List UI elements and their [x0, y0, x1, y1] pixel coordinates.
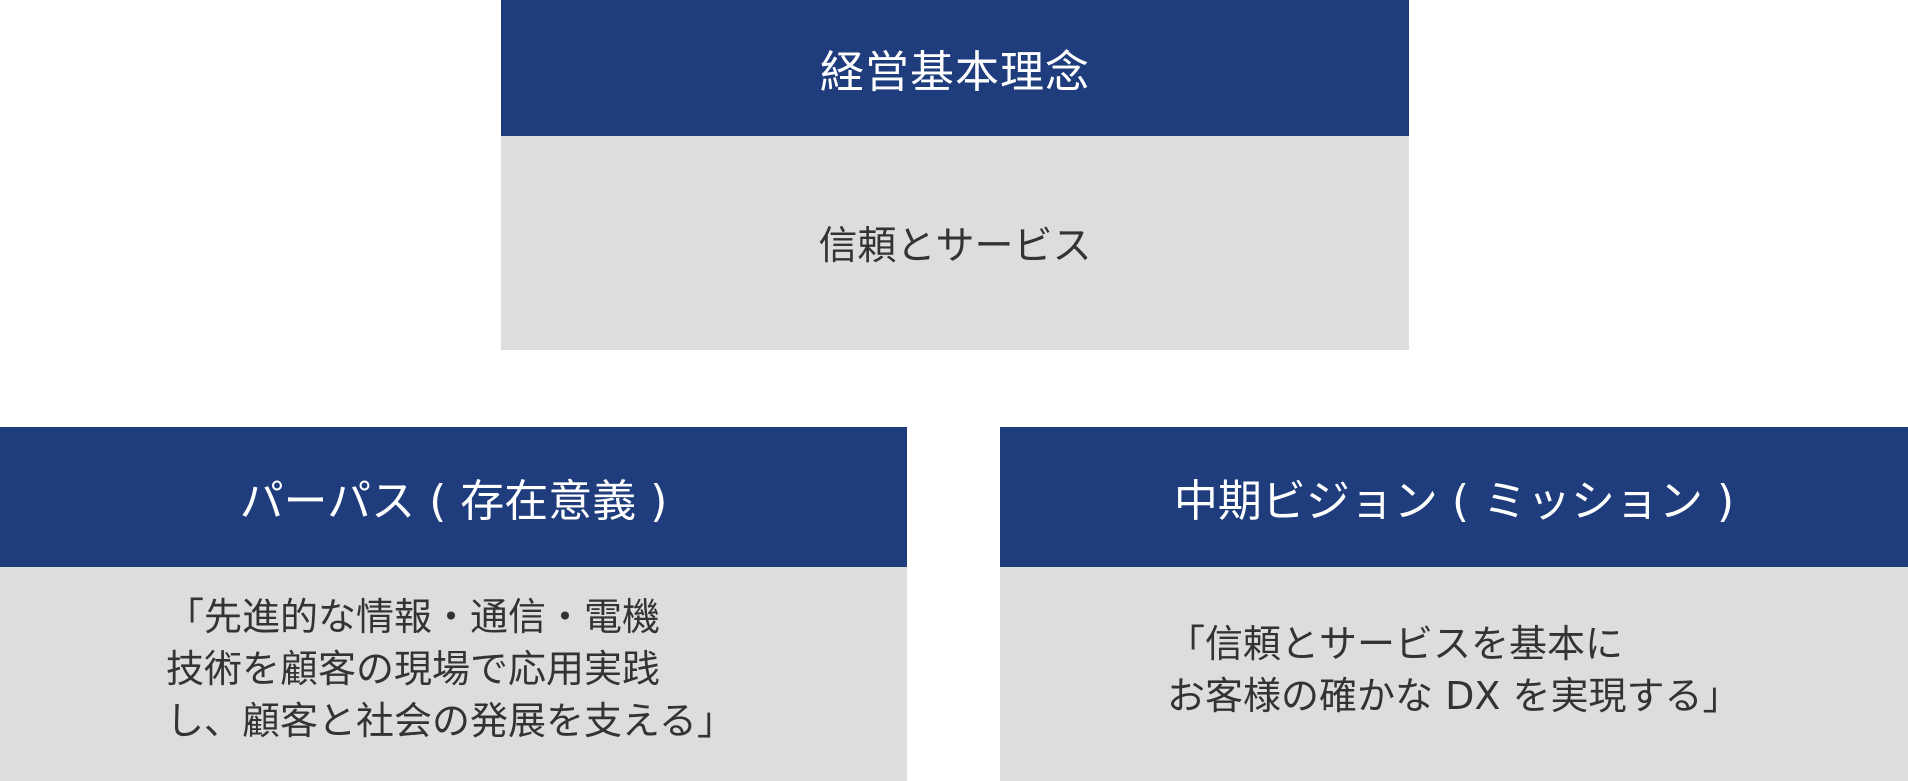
- management-philosophy-content: 信頼とサービス: [818, 224, 1092, 269]
- purpose-statement: 「先進的な情報・通信・電機 技術を顧客の現場で応用実践 し、顧客と社会の発展を支…: [166, 591, 735, 747]
- mid-term-vision-box: 中期ビジョン ( ミッション ) 「信頼とサービスを基本に お客様の確かな DX…: [1000, 427, 1908, 781]
- management-philosophy-box: 経営基本理念 信頼とサービス: [501, 0, 1409, 350]
- purpose-line: 技術を顧客の現場で応用実践: [166, 647, 661, 691]
- purpose-header: パーパス ( 存在意義 ): [0, 427, 907, 567]
- vision-line: お客様の確かな DX を実現する」: [1167, 674, 1741, 718]
- management-philosophy-body: 信頼とサービス: [501, 136, 1409, 350]
- vision-line: 「信頼とサービスを基本に: [1167, 622, 1624, 666]
- purpose-line: 「先進的な情報・通信・電機: [166, 595, 661, 639]
- mid-term-vision-title: 中期ビジョン ( ミッション ): [1173, 476, 1735, 527]
- management-philosophy-title: 経営基本理念: [820, 47, 1090, 98]
- mid-term-vision-header: 中期ビジョン ( ミッション ): [1000, 427, 1908, 567]
- purpose-title: パーパス ( 存在意義 ): [239, 476, 668, 527]
- mid-term-vision-statement: 「信頼とサービスを基本に お客様の確かな DX を実現する」: [1167, 618, 1740, 722]
- purpose-body: 「先進的な情報・通信・電機 技術を顧客の現場で応用実践 し、顧客と社会の発展を支…: [0, 567, 907, 781]
- mid-term-vision-body: 「信頼とサービスを基本に お客様の確かな DX を実現する」: [1000, 567, 1908, 781]
- management-philosophy-header: 経営基本理念: [501, 0, 1409, 136]
- purpose-box: パーパス ( 存在意義 ) 「先進的な情報・通信・電機 技術を顧客の現場で応用実…: [0, 427, 907, 781]
- purpose-line: し、顧客と社会の発展を支える」: [166, 699, 735, 743]
